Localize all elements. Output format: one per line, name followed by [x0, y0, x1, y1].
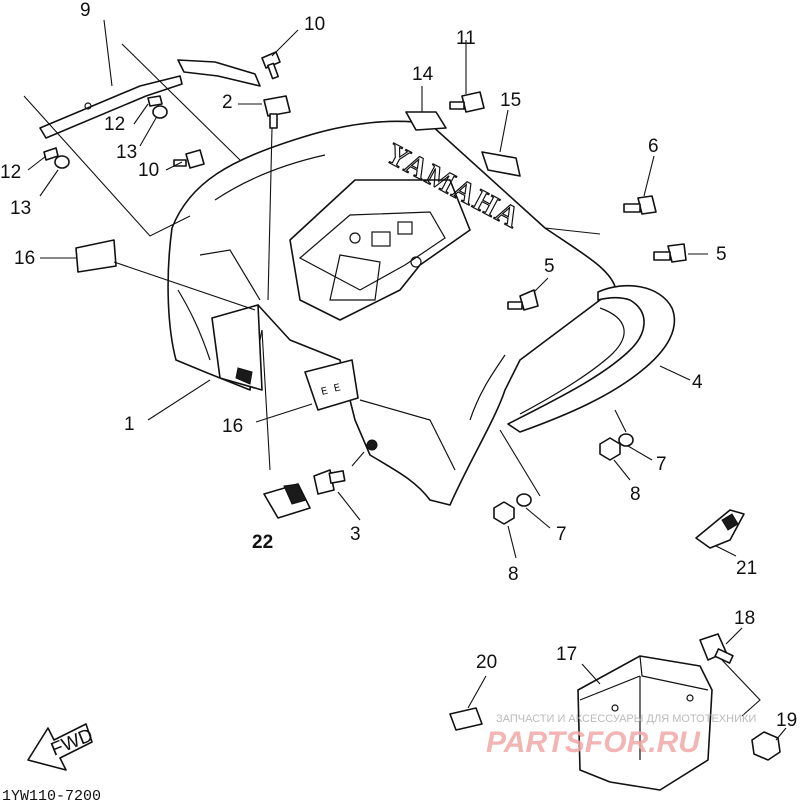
side-rail-right — [177, 59, 261, 87]
callout-10: 10 — [138, 160, 159, 181]
callout-16: 16 — [14, 248, 35, 269]
washer-7-upper — [618, 433, 634, 447]
rear-fender: YAMAHA E E — [167, 120, 617, 506]
bracket-21 — [695, 509, 745, 549]
callout-14: 14 — [412, 64, 434, 85]
callout-6: 6 — [648, 136, 659, 157]
tool-box — [577, 655, 713, 791]
callout-5: 5 — [544, 256, 555, 277]
callout-13: 13 — [10, 198, 31, 219]
callout-10: 10 — [304, 14, 325, 35]
bolt-5-center — [507, 289, 539, 311]
bolt-6 — [623, 195, 657, 215]
callout-12: 12 — [104, 114, 125, 135]
nut-19 — [751, 731, 781, 761]
callout-5: 5 — [716, 244, 727, 265]
bolt-10-upper — [261, 51, 281, 80]
callout-1: 1 — [124, 414, 135, 435]
callout-18: 18 — [734, 608, 755, 629]
callout-3: 3 — [350, 524, 361, 545]
callout-9: 9 — [80, 0, 91, 21]
label-16-left — [75, 239, 117, 273]
watermark: ЗАПЧАСТИ И АКСЕССУАРЫ ДЛЯ МОТОТЕХНИКИ PA… — [486, 713, 756, 759]
callout-17: 17 — [556, 644, 577, 665]
callout-7: 7 — [656, 454, 667, 475]
rear-grab-bar — [507, 285, 676, 433]
bolt-11 — [449, 91, 485, 113]
callout-11: 11 — [456, 28, 476, 49]
callout-16: 16 — [222, 416, 243, 437]
callout-13: 13 — [116, 142, 137, 163]
bolt-10-lower — [173, 149, 205, 169]
callout-numbers: 9 10 11 14 15 2 12 13 10 12 13 6 5 5 16 … — [0, 0, 797, 731]
washer-7-lower — [516, 493, 532, 507]
bolt-5-right — [653, 243, 687, 263]
nut-8-upper — [599, 437, 621, 461]
reflector-22 — [263, 483, 311, 519]
callout-21: 21 — [736, 558, 757, 579]
callout-19: 19 — [776, 710, 797, 731]
label-15 — [481, 151, 521, 177]
grommet-12-13-upper — [147, 95, 168, 119]
leader-lines — [23, 19, 787, 741]
label-20 — [449, 707, 483, 731]
callout-4: 4 — [692, 372, 703, 393]
callout-2: 2 — [222, 92, 233, 113]
callout-7: 7 — [556, 524, 567, 545]
drawing-code: 1YW110-7200 — [2, 788, 101, 805]
svg-text:E E: E E — [320, 382, 343, 399]
forward-direction-indicator: FWD — [27, 723, 96, 771]
callout-15: 15 — [500, 90, 521, 111]
bolt-2 — [263, 95, 291, 129]
grommet-12-13-lower — [43, 147, 70, 169]
callout-12: 12 — [0, 162, 21, 183]
nut-8-lower — [493, 501, 515, 525]
callout-22: 22 — [252, 532, 273, 553]
bolt-18 — [699, 633, 734, 664]
bolt-3 — [313, 469, 346, 495]
callout-8: 8 — [630, 484, 641, 505]
watermark-tagline: ЗАПЧАСТИ И АКСЕССУАРЫ ДЛЯ МОТОТЕХНИКИ — [496, 713, 756, 725]
clip-14 — [405, 111, 447, 131]
callout-20: 20 — [476, 652, 497, 673]
callout-8: 8 — [508, 564, 519, 585]
watermark-logo: PARTSFOR.RU — [486, 726, 701, 759]
side-rail-left — [39, 75, 183, 139]
